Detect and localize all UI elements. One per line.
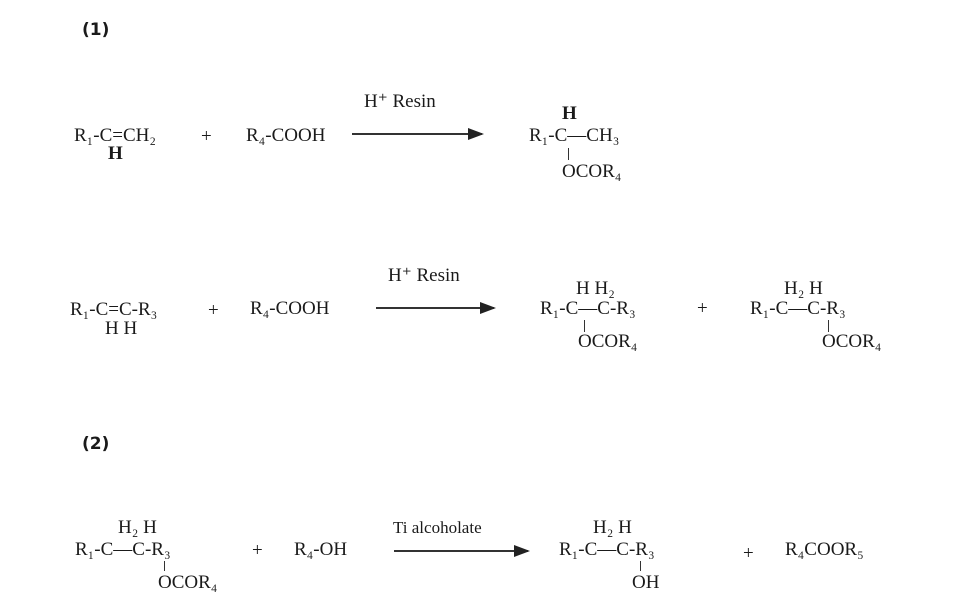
- bond-line: [568, 148, 569, 160]
- reactant-alkene: R₁-C=CH₂: [74, 125, 157, 146]
- plus-sign: +: [208, 300, 219, 321]
- plus-sign: +: [201, 126, 212, 147]
- reaction-arrow: [352, 128, 484, 140]
- bond-line: [640, 561, 641, 571]
- product-1-top: H H₂: [576, 278, 615, 299]
- reactant-alcohol: R₄-OH: [294, 539, 348, 560]
- bond-line: [828, 320, 829, 332]
- reactant-acid: R₄-COOH: [246, 125, 326, 146]
- product-2-main: R₁-C—C-R₃: [750, 298, 846, 319]
- plus-sign: +: [743, 543, 754, 564]
- reaction-condition: Ti alcoholate: [393, 518, 482, 537]
- reactant-ester-group: OCOR₄: [158, 572, 218, 593]
- reactant-ester-main: R₁-C—C-R₃: [75, 539, 171, 560]
- product-ester-group: OCOR₄: [562, 161, 622, 182]
- reaction-condition: H⁺ Resin: [388, 265, 460, 286]
- bond-line: [164, 561, 165, 571]
- product-main: R₁-C—CH₃: [529, 125, 620, 146]
- bond-line: [584, 320, 585, 332]
- plus-sign: +: [252, 540, 263, 561]
- product-1-main: R₁-C—C-R₃: [559, 539, 655, 560]
- reactant-alkene: R₁-C=C-R₃: [70, 299, 158, 320]
- reactant-acid: R₄-COOH: [250, 298, 330, 319]
- section-2-label: (2): [82, 434, 110, 454]
- reaction-arrow: [376, 302, 496, 314]
- product-h: H: [562, 103, 577, 124]
- reactant-alkene-h: H: [108, 143, 123, 164]
- product-1-ester-group: OCOR₄: [578, 331, 638, 352]
- reactant-ester-top: H₂ H: [118, 517, 157, 538]
- product-2-ester: R₄COOR₅: [785, 539, 864, 560]
- product-1-main: R₁-C—C-R₃: [540, 298, 636, 319]
- section-1-label: (1): [82, 20, 110, 40]
- reaction-arrow: [394, 545, 530, 557]
- plus-sign: +: [697, 298, 708, 319]
- product-2-top: H₂ H: [784, 278, 823, 299]
- product-2-ester-group: OCOR₄: [822, 331, 882, 352]
- product-1-hydroxyl: OH: [632, 572, 660, 593]
- product-1-top: H₂ H: [593, 517, 632, 538]
- reaction-condition: H⁺ Resin: [364, 91, 436, 112]
- reactant-alkene-h: H H: [105, 318, 138, 339]
